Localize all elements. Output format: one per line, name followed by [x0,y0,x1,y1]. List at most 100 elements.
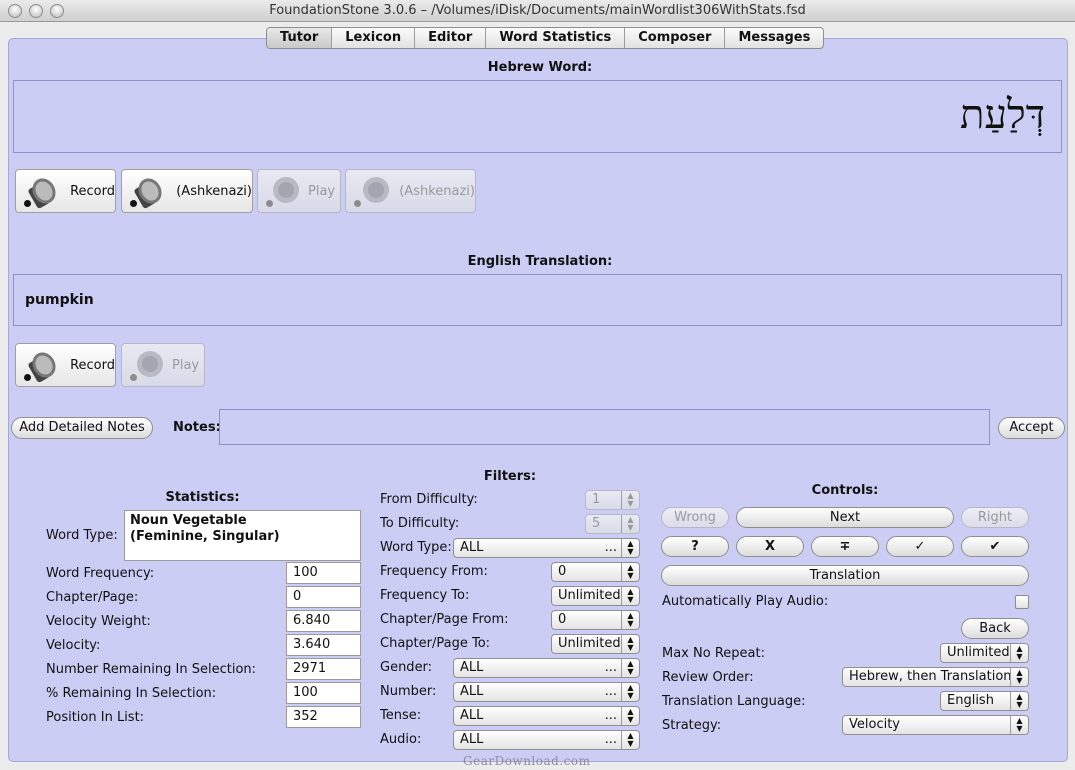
minus-plus-button[interactable]: ∓ [811,536,879,557]
tab-editor[interactable]: Editor [415,28,487,48]
tab-composer[interactable]: Composer [625,28,726,48]
tutor-panel [8,38,1068,762]
notes-input[interactable] [219,409,990,445]
question-mark-button[interactable]: ? [661,536,729,557]
ellipsis: ... [604,708,617,723]
tab-lexicon[interactable]: Lexicon [332,28,416,48]
chapter-to-stepper[interactable]: Unlimited ▲▼ [551,634,640,654]
gender-select[interactable]: ALL ... ▲▼ [453,658,640,678]
frequency-from-value: 0 [558,564,567,579]
filter-word-type-value: ALL [460,540,484,555]
zoom-window-button[interactable] [50,4,64,18]
stat-value: 2971 [286,658,361,680]
to-difficulty-stepper[interactable]: 5 ▲▼ [585,514,640,534]
stepper-arrows-icon: ▲▼ [621,515,639,533]
hebrew-play-label: Play [308,183,336,199]
stat-label: Velocity: [46,638,101,653]
word-type-label: Word Type: [46,528,118,543]
wrong-button[interactable]: Wrong [661,507,729,528]
select-arrows-icon: ▲▼ [621,707,639,725]
x-mark-button[interactable]: X [736,536,804,557]
speaker-icon [126,346,166,384]
review-order-label: Review Order: [662,670,754,685]
english-record-button[interactable]: Record [15,343,116,387]
stepper-arrows-icon: ▲▼ [621,587,639,605]
stat-label: % Remaining In Selection: [46,686,217,701]
hebrew-word-title: Hebrew Word: [487,60,593,75]
stepper-arrows-icon: ▲▼ [621,563,639,581]
strategy-value: Velocity [849,717,900,732]
english-record-label: Record [70,357,115,373]
minimize-window-button[interactable] [29,4,43,18]
chapter-from-stepper[interactable]: 0 ▲▼ [551,610,640,630]
max-no-repeat-stepper[interactable]: Unlimited ▲▼ [940,643,1029,663]
ellipsis: ... [604,684,617,699]
statistics-title: Statistics: [165,490,240,505]
check-button[interactable]: ✓ [886,536,954,557]
translation-language-label: Translation Language: [662,694,806,709]
frequency-to-stepper[interactable]: Unlimited ▲▼ [551,586,640,606]
frequency-to-value: Unlimited [558,588,621,603]
max-no-repeat-label: Max No Repeat: [662,646,765,661]
stat-label: Position In List: [46,710,145,725]
chapter-to-value: Unlimited [558,636,621,651]
tab-messages[interactable]: Messages [738,30,811,45]
select-arrows-icon: ▲▼ [1010,692,1028,710]
translation-button[interactable]: Translation [661,565,1029,586]
strategy-select[interactable]: Velocity ▲▼ [842,715,1029,735]
from-difficulty-label: From Difficulty: [380,492,478,507]
tense-select[interactable]: ALL ... ▲▼ [453,706,640,726]
audio-select[interactable]: ALL ... ▲▼ [453,730,640,750]
back-button[interactable]: Back [961,618,1029,639]
tab-word-statistics[interactable]: Word Statistics [486,28,626,48]
stepper-arrows-icon: ▲▼ [621,491,639,509]
from-difficulty-stepper[interactable]: 1 ▲▼ [585,490,640,510]
review-order-select[interactable]: Hebrew, then Translation ▲▼ [842,667,1029,687]
english-translation-title: English Translation: [467,254,613,269]
hebrew-record-button[interactable]: Record [15,169,116,213]
stepper-arrows-icon: ▲▼ [1010,644,1028,662]
frequency-from-label: Frequency From: [380,564,488,579]
number-select[interactable]: ALL ... ▲▼ [453,682,640,702]
hebrew-play-ashkenazi-label: (Ashkenazi) [399,183,475,199]
tense-value: ALL [460,708,484,723]
chapter-from-value: 0 [558,612,567,627]
microphone-icon [20,346,64,384]
number-label: Number: [380,684,437,699]
right-button[interactable]: Right [961,507,1029,528]
filter-word-type-select[interactable]: ALL ... ▲▼ [453,538,640,558]
add-detailed-notes-button[interactable]: Add Detailed Notes [11,417,153,439]
frequency-from-stepper[interactable]: 0 ▲▼ [551,562,640,582]
select-arrows-icon: ▲▼ [621,731,639,749]
max-no-repeat-value: Unlimited [947,645,1010,660]
filter-word-type-label: Word Type: [380,540,452,555]
tab-tutor[interactable]: Tutor [267,28,333,48]
ellipsis: ... [604,732,617,747]
chapter-to-label: Chapter/Page To: [380,636,491,651]
microphone-icon [20,172,64,210]
hebrew-play-ashkenazi-button[interactable]: (Ashkenazi) [345,169,476,213]
english-translation-field: pumpkin [13,274,1062,326]
translation-language-select[interactable]: English ▲▼ [940,691,1029,711]
heavy-check-button[interactable]: ✔ [961,536,1029,557]
next-button[interactable]: Next [736,507,954,528]
stat-value: 3.640 [286,634,361,656]
hebrew-record-ashkenazi-label: (Ashkenazi) [176,183,252,199]
accept-button[interactable]: Accept [998,417,1065,439]
ellipsis: ... [604,540,617,555]
hebrew-record-ashkenazi-button[interactable]: (Ashkenazi) [121,169,253,213]
hebrew-play-button[interactable]: Play [257,169,341,213]
close-window-button[interactable] [8,4,22,18]
to-difficulty-label: To Difficulty: [380,516,460,531]
word-type-value-line2: (Feminine, Singular) [130,529,280,544]
audio-value: ALL [460,732,484,747]
to-difficulty-value: 5 [592,516,601,531]
auto-play-checkbox[interactable] [1015,595,1029,609]
hebrew-word-field: דְּלַעַת [13,80,1062,153]
gender-value: ALL [460,660,484,675]
hebrew-word: דְּלַעַת [960,92,1045,138]
english-play-button[interactable]: Play [121,343,205,387]
word-type-box: Noun Vegetable (Feminine, Singular) [124,510,361,561]
stepper-arrows-icon: ▲▼ [621,611,639,629]
strategy-label: Strategy: [662,718,722,733]
